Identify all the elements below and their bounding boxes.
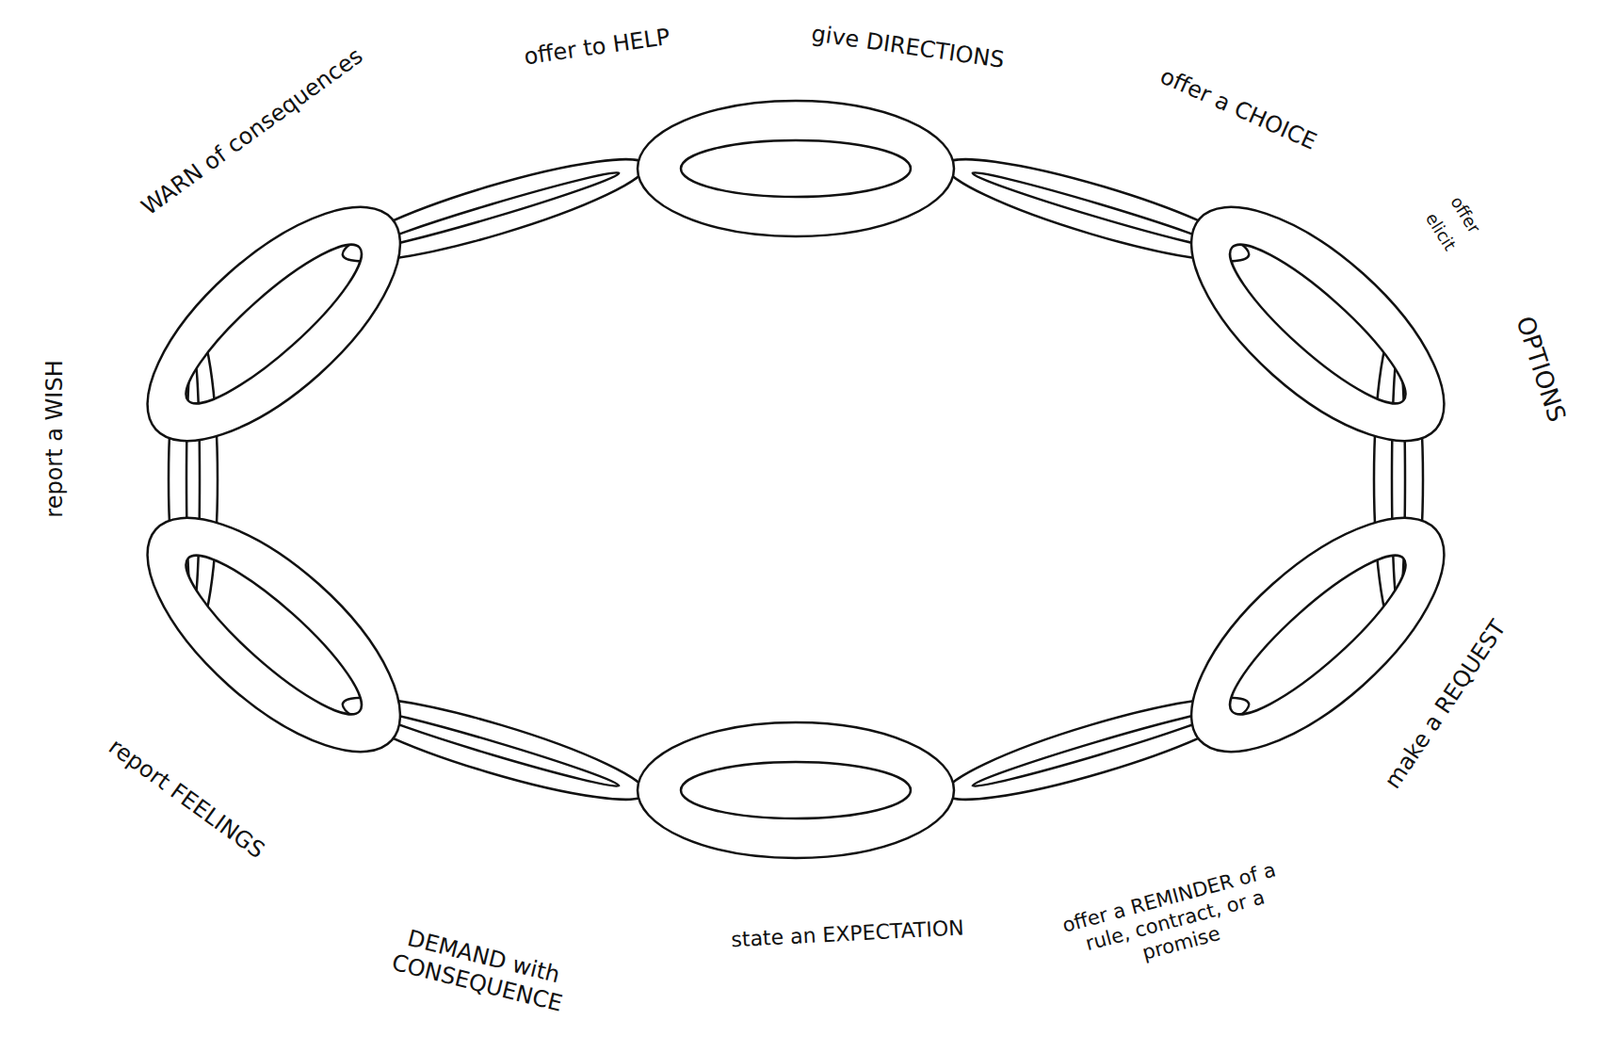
chain-label: OPTIONS <box>1509 312 1572 426</box>
chain-label: report a WISH <box>41 359 69 518</box>
chain-label: offer a REMINDER of a rule, contract, or… <box>1051 856 1298 986</box>
chain-link-outline <box>1154 167 1482 480</box>
chain-label: report FEELINGS <box>103 732 271 864</box>
chain-link <box>637 722 954 858</box>
chain-label: DEMAND with CONSEQUENCE <box>368 917 592 1023</box>
chain-label: state an EXPECTATION <box>730 915 965 953</box>
chain-link <box>637 100 954 237</box>
chain-label: offer to HELP <box>522 23 673 71</box>
chain-label: offer a CHOICE <box>1156 63 1322 157</box>
chain-link-outline <box>637 722 954 858</box>
chain-link <box>110 478 437 791</box>
chain-label: give DIRECTIONS <box>809 19 1006 74</box>
chain-link-outline <box>110 478 437 791</box>
chain-link-outline <box>637 100 954 237</box>
chain-label: WARN of consequences <box>136 42 369 222</box>
chain-link <box>1154 167 1482 480</box>
